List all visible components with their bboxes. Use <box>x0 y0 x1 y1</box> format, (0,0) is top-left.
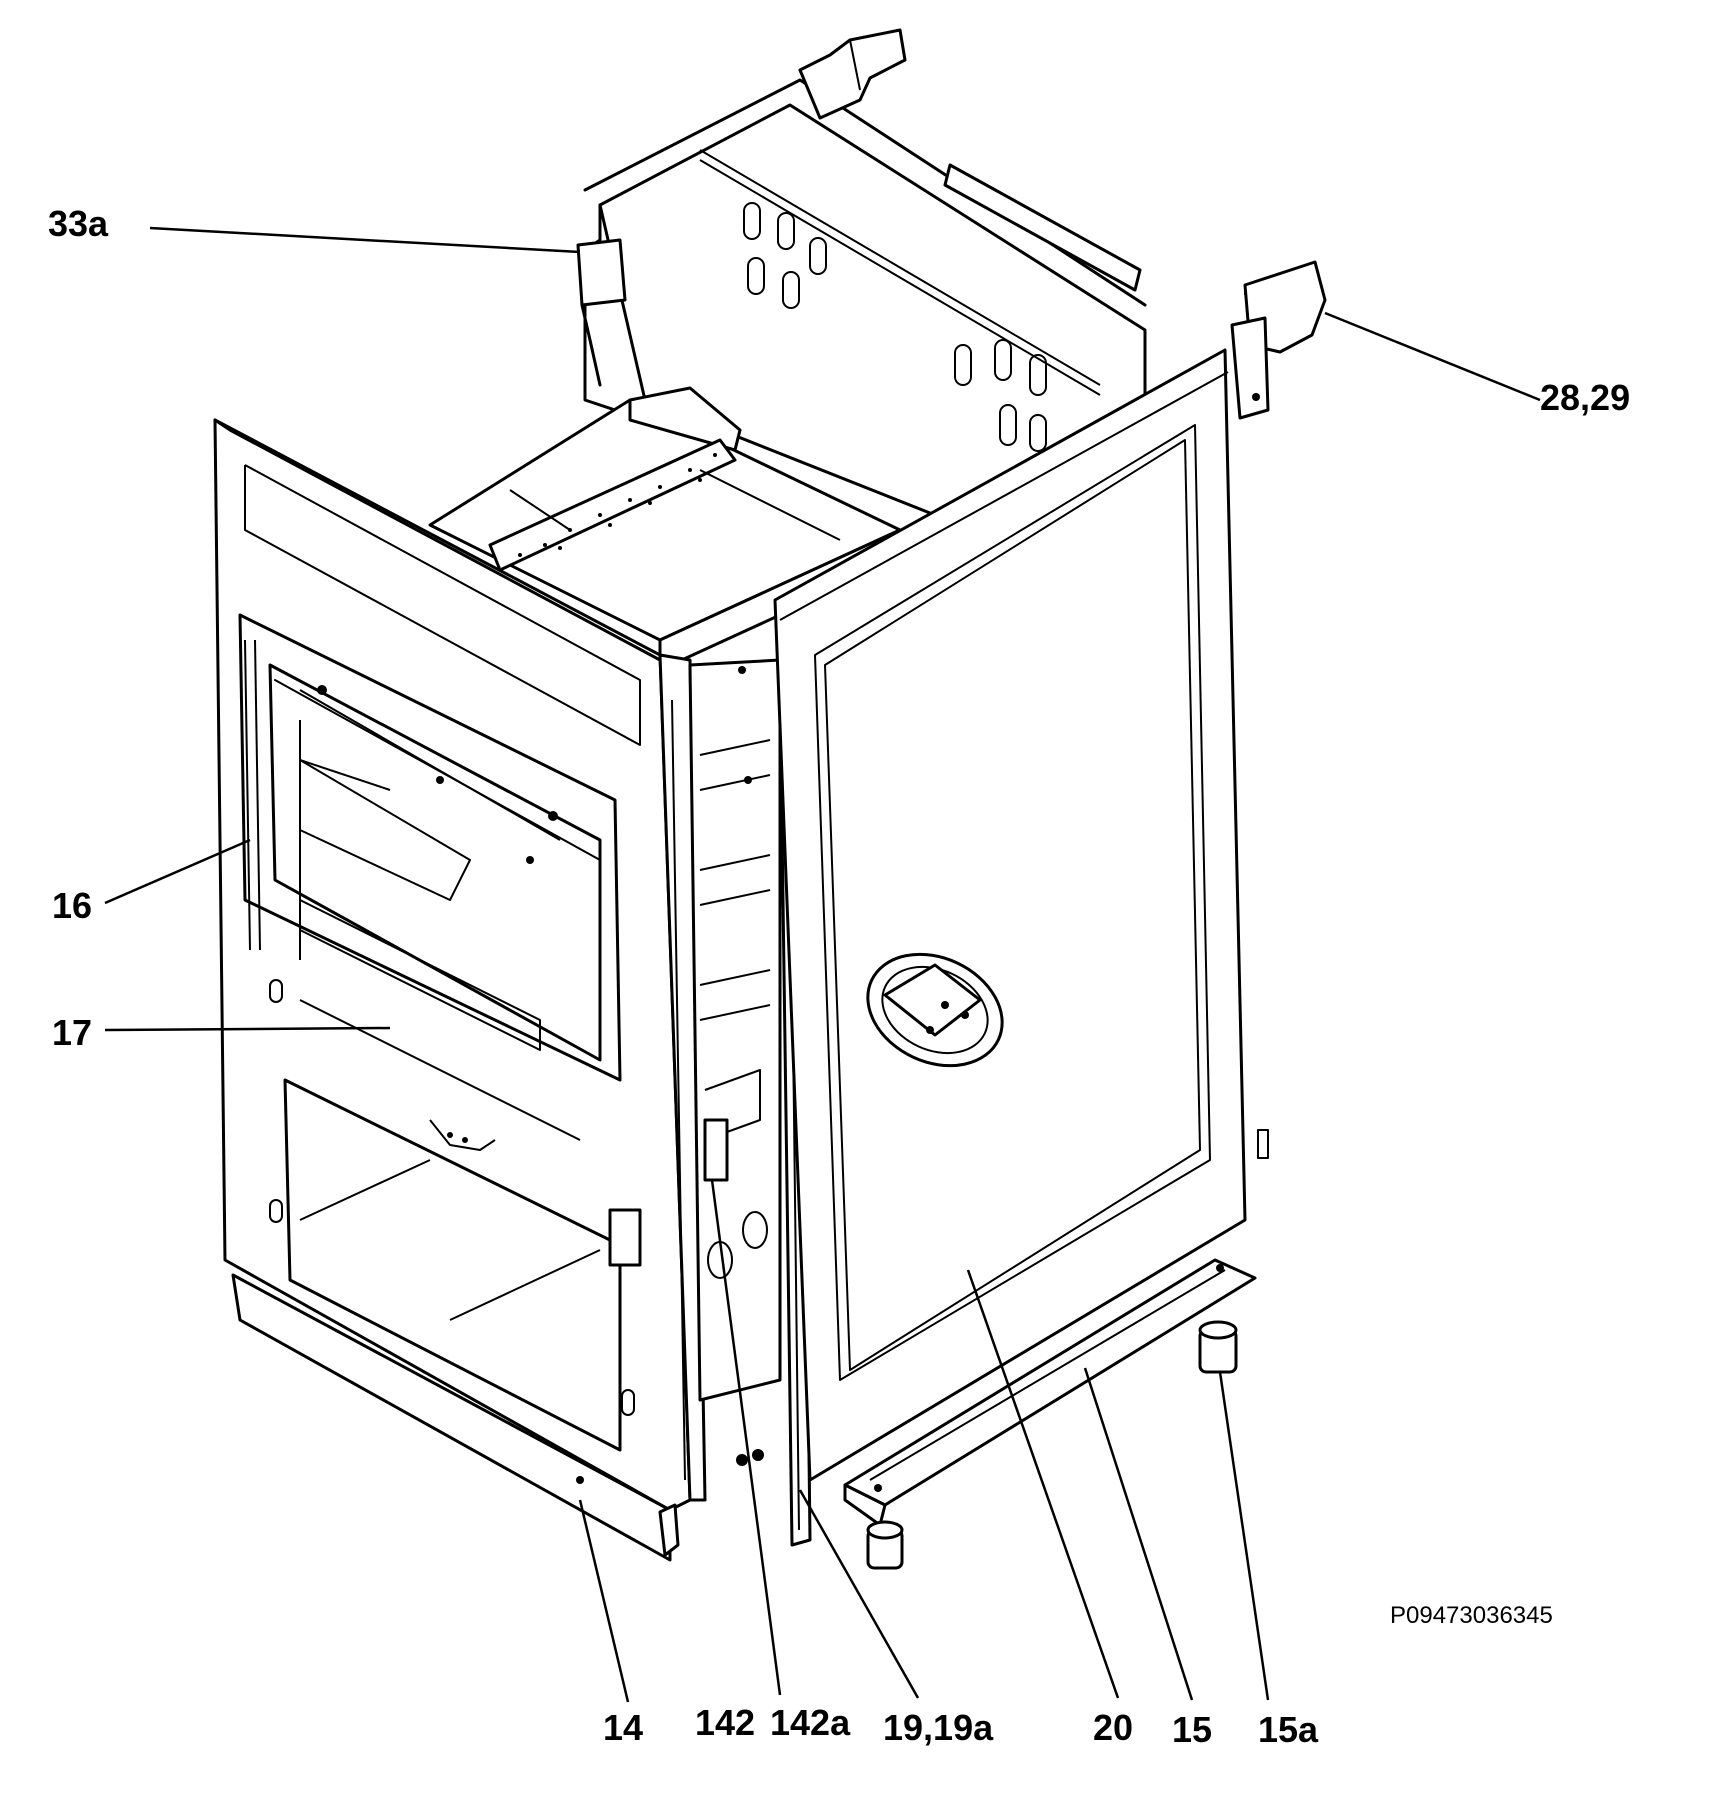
callout-17: 17 <box>52 1012 92 1053</box>
leader-lines <box>104 226 1541 1703</box>
callout-16: 16 <box>52 885 92 926</box>
callout-142a: 142a <box>770 1702 851 1743</box>
callout-142: 142 <box>695 1702 755 1743</box>
back-panel <box>583 28 1147 517</box>
callout-15: 15 <box>1172 1709 1212 1750</box>
foot-15a-right <box>1198 1320 1238 1374</box>
callout-20: 20 <box>1093 1707 1133 1748</box>
foot-left <box>866 1520 904 1570</box>
vent-slots <box>743 202 1047 452</box>
plinth-15 <box>843 1258 1257 1527</box>
callout-33a: 33a <box>48 203 109 244</box>
callout-labels: 33a 28,29 16 17 14 142 142a 19,19a 20 15… <box>48 203 1630 1750</box>
cavity-side-rails <box>688 658 782 1402</box>
insulation-strip <box>518 453 717 557</box>
callout-28-29: 28,29 <box>1540 377 1630 418</box>
callout-15a: 15a <box>1258 1709 1319 1750</box>
front-frame <box>213 418 707 1512</box>
kick-strip-14 <box>231 1273 680 1562</box>
side-panel-20 <box>773 348 1269 1482</box>
callout-14: 14 <box>603 1707 643 1748</box>
drawing-code: P09473036345 <box>1390 1602 1553 1629</box>
handle-recess <box>866 952 1004 1068</box>
callout-19-19a: 19,19a <box>883 1707 994 1748</box>
screws-142 <box>736 1449 764 1466</box>
bracket-33a <box>576 238 627 387</box>
bracket-28-29 <box>1230 260 1327 420</box>
